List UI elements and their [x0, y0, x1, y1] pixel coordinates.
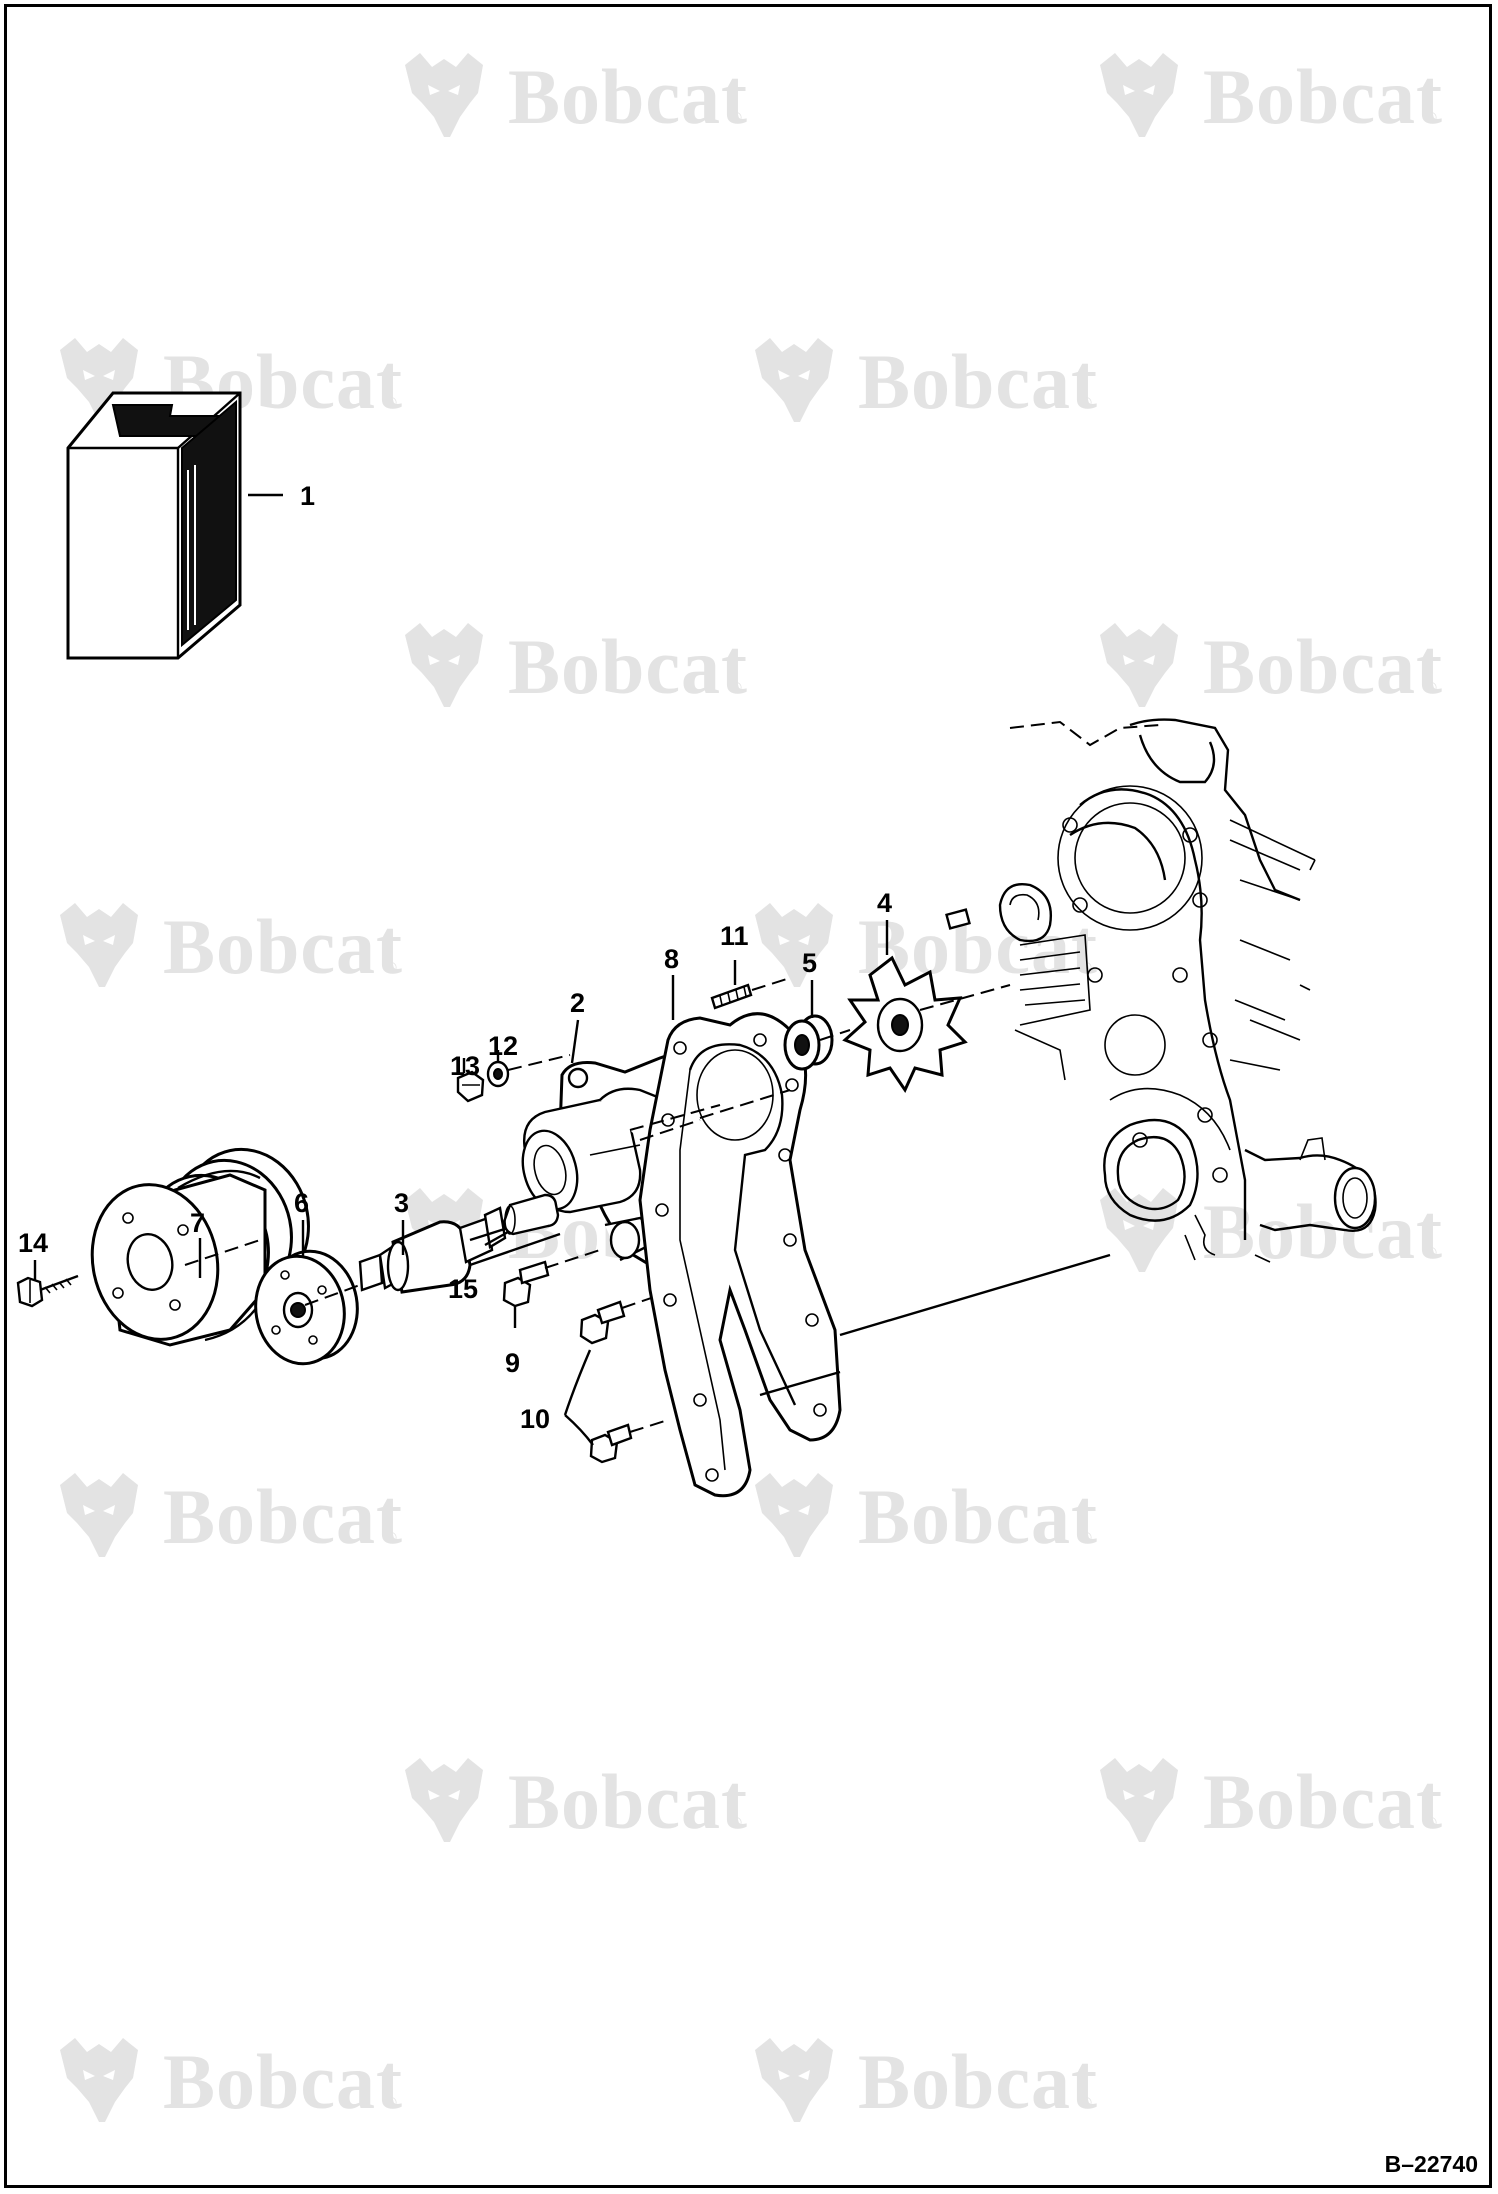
watermark-text: Bobcat: [1203, 53, 1443, 140]
bobcat-watermark: Bobcat®: [60, 903, 403, 990]
part-15-sleeve: [484, 1193, 560, 1247]
bobcat-logo-icon: [1100, 1188, 1178, 1272]
watermark-text: Bobcat: [1203, 623, 1443, 710]
bobcat-logo-icon: [60, 1473, 138, 1557]
watermark-text: Bobcat: [1203, 1758, 1443, 1845]
callout-14: 14: [18, 1228, 48, 1258]
callout-5: 5: [802, 948, 817, 978]
bobcat-watermark: Bobcat®: [1100, 1188, 1443, 1275]
watermark-text: Bobcat: [163, 903, 403, 990]
callout-3: 3: [394, 1188, 409, 1218]
part-12-washer: [486, 1060, 510, 1088]
watermark-registered-mark: ®: [385, 395, 397, 412]
callout-2: 2: [570, 988, 585, 1018]
bobcat-logo-icon: [1100, 1758, 1178, 1842]
bobcat-logo-icon: [755, 1473, 833, 1557]
watermark-registered-mark: ®: [385, 960, 397, 977]
watermark-registered-mark: ®: [1425, 680, 1437, 697]
watermark-registered-mark: ®: [1080, 395, 1092, 412]
watermark-text: Bobcat: [858, 338, 1098, 425]
bobcat-logo-icon: [405, 1758, 483, 1842]
watermark-registered-mark: ®: [730, 110, 742, 127]
watermark-registered-mark: ®: [1080, 2095, 1092, 2112]
bobcat-logo-icon: [60, 2038, 138, 2122]
part-11-stud: [710, 977, 791, 1010]
callout-13: 13: [450, 1051, 480, 1081]
bobcat-watermark: Bobcat®: [405, 623, 748, 710]
figure-reference: B–22740: [1385, 2151, 1478, 2177]
part-9-bolt: [502, 1249, 601, 1308]
bobcat-logo-icon: [1100, 53, 1178, 137]
part-13-nut: [456, 1070, 485, 1103]
bobcat-logo-icon: [60, 903, 138, 987]
watermark-text: Bobcat: [858, 2038, 1098, 2125]
bobcat-logo-icon: [60, 338, 138, 422]
watermark-layer: Bobcat®Bobcat®Bobcat®Bobcat®Bobcat®Bobca…: [60, 53, 1443, 2125]
callout-labels: 1 2 3 4 5 6 7 8 9 10 11 12 13 14 15: [18, 481, 892, 1434]
watermark-text: Bobcat: [163, 1473, 403, 1560]
watermark-registered-mark: ®: [385, 2095, 397, 2112]
watermark-registered-mark: ®: [1080, 1530, 1092, 1547]
engine-block: [945, 718, 1377, 1263]
bobcat-watermark: Bobcat®: [1100, 623, 1443, 710]
bobcat-watermark: Bobcat®: [405, 53, 748, 140]
callout-7: 7: [190, 1208, 205, 1238]
callout-11: 11: [720, 921, 749, 951]
bobcat-watermark: Bobcat®: [755, 338, 1098, 425]
watermark-text: Bobcat: [508, 623, 748, 710]
bobcat-logo-icon: [755, 2038, 833, 2122]
bobcat-watermark: Bobcat®: [755, 2038, 1098, 2125]
callout-15: 15: [448, 1274, 478, 1304]
bobcat-logo-icon: [755, 338, 833, 422]
watermark-registered-mark: ®: [385, 1530, 397, 1547]
leader-lines: [33, 493, 889, 1328]
bobcat-watermark: Bobcat®: [755, 1473, 1098, 1560]
diagram-frame: [4, 4, 1492, 2188]
watermark-registered-mark: ®: [730, 1815, 742, 1832]
bobcat-logo-icon: [405, 623, 483, 707]
bobcat-logo-icon: [755, 903, 833, 987]
bobcat-logo-icon: [1100, 623, 1178, 707]
watermark-registered-mark: ®: [730, 680, 742, 697]
callout-4: 4: [877, 888, 892, 918]
callout-10: 10: [520, 1404, 550, 1434]
part-14-bolt: [16, 1274, 79, 1308]
watermark-text: Bobcat: [508, 53, 748, 140]
callout-12: 12: [488, 1031, 518, 1061]
bobcat-watermark: Bobcat®: [1100, 53, 1443, 140]
bobcat-logo-icon: [405, 53, 483, 137]
part-5-mechanical-seal: [783, 1014, 834, 1071]
watermark-text: Bobcat: [163, 2038, 403, 2125]
watermark-registered-mark: ®: [1425, 110, 1437, 127]
bobcat-watermark: Bobcat®: [60, 2038, 403, 2125]
part-4-impeller: [842, 955, 968, 1094]
callout-1: 1: [300, 481, 315, 511]
bobcat-watermark: Bobcat®: [60, 1473, 403, 1560]
watermark-registered-mark: ®: [1425, 1815, 1437, 1832]
watermark-text: Bobcat: [508, 1758, 748, 1845]
part-8-gasket: [638, 1012, 842, 1498]
bobcat-watermark: Bobcat®: [1100, 1758, 1443, 1845]
watermark-text: Bobcat: [1203, 1188, 1443, 1275]
assembly-axis-lines: [184, 984, 1111, 1397]
watermark-text: Bobcat: [858, 1473, 1098, 1560]
part-10-bolts: [563, 1294, 669, 1464]
bobcat-watermark: Bobcat®: [405, 1758, 748, 1845]
watermark-registered-mark: ®: [1425, 1245, 1437, 1262]
callout-8: 8: [664, 944, 679, 974]
part-1-kit-box: [66, 391, 242, 660]
watermark-registered-mark: ®: [1080, 960, 1092, 977]
callout-6: 6: [294, 1188, 309, 1218]
part-6-flange: [254, 1249, 359, 1366]
callout-9: 9: [505, 1348, 520, 1378]
part-7-pulley: [90, 1147, 310, 1347]
